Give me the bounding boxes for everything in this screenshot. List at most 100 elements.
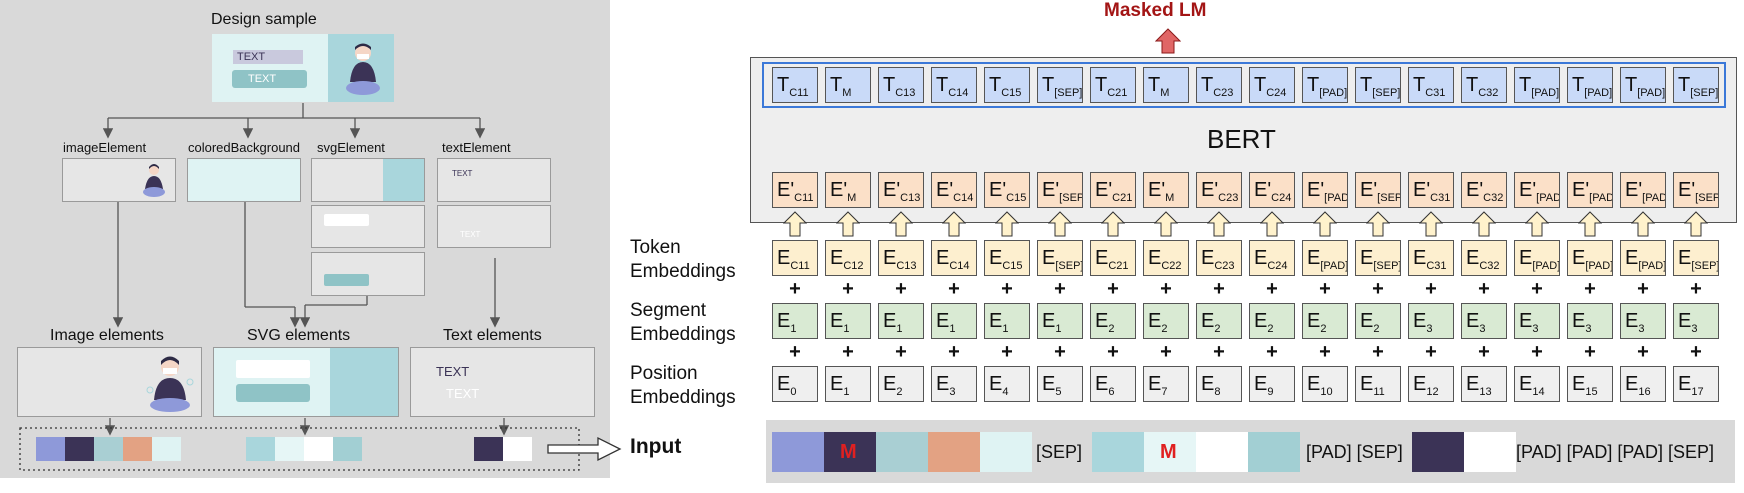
sep-token-1: [SEP] — [1036, 442, 1083, 462]
position-embedding-1: E1 — [825, 366, 871, 402]
position-embedding-2: E2 — [878, 366, 924, 402]
token-embedding-10: E[PAD] — [1302, 240, 1348, 276]
position-label-line2: Embeddings — [630, 387, 736, 408]
plus-sign-b-10: + — [1319, 341, 1331, 363]
token-embedding-5: E[SEP] — [1037, 240, 1083, 276]
position-embedding-16: E16 — [1620, 366, 1666, 402]
seq-svg-swatch-1 — [1144, 432, 1196, 472]
segment-embedding-10: E2 — [1302, 303, 1348, 339]
text-elements-white-text: TEXT — [446, 386, 480, 401]
plus-sign-a-6: + — [1107, 278, 1119, 300]
position-embedding-14: E14 — [1514, 366, 1560, 402]
position-embeddings-label: Position Embeddings — [630, 362, 736, 410]
plus-sign-a-1: + — [842, 278, 854, 300]
contextual-embedding-10: E'[PAD] — [1302, 172, 1348, 208]
up-arrow-17 — [1684, 211, 1708, 237]
output-token-2: TC13 — [878, 67, 924, 103]
segment-embedding-13: E3 — [1461, 303, 1507, 339]
seq-image-swatch-2 — [876, 432, 928, 472]
plus-sign-b-7: + — [1160, 341, 1172, 363]
up-arrow-9 — [1260, 211, 1284, 237]
output-token-11: T[SEP] — [1355, 67, 1401, 103]
output-token-6: TC21 — [1090, 67, 1136, 103]
token-embedding-0: EC11 — [772, 240, 818, 276]
person-illustration-group — [146, 356, 194, 412]
svg-element-box-1 — [311, 158, 425, 202]
token-embedding-4: EC15 — [984, 240, 1030, 276]
label-svg-elements: SVG elements — [247, 327, 351, 344]
label-text-element: textElement — [442, 140, 511, 155]
segment-embedding-0: E1 — [772, 303, 818, 339]
up-arrow-14 — [1525, 211, 1549, 237]
position-embedding-6: E6 — [1090, 366, 1136, 402]
up-arrow-13 — [1472, 211, 1496, 237]
plus-sign-b-8: + — [1213, 341, 1225, 363]
segment-embedding-12: E3 — [1408, 303, 1454, 339]
image-swatch-0 — [36, 437, 65, 461]
segment-embedding-8: E2 — [1196, 303, 1242, 339]
position-embedding-10: E10 — [1302, 366, 1348, 402]
output-token-9: TC24 — [1249, 67, 1295, 103]
up-arrow-15 — [1578, 211, 1602, 237]
plus-sign-b-0: + — [789, 341, 801, 363]
label-svg-element: svgElement — [317, 140, 385, 155]
position-embedding-4: E4 — [984, 366, 1030, 402]
up-arrow-6 — [1101, 211, 1125, 237]
plus-sign-b-9: + — [1266, 341, 1278, 363]
plus-sign-a-3: + — [948, 278, 960, 300]
up-arrow-5 — [1048, 211, 1072, 237]
token-embeddings-label: Token Embeddings — [630, 236, 736, 284]
plus-sign-b-4: + — [1001, 341, 1013, 363]
image-swatch-3 — [123, 437, 152, 461]
plus-sign-b-3: + — [948, 341, 960, 363]
contextual-embedding-6: E'C21 — [1090, 172, 1136, 208]
svg-element-box-3 — [311, 252, 425, 296]
position-embedding-5: E5 — [1037, 366, 1083, 402]
seq-svg-swatch-3 — [1248, 432, 1300, 472]
plus-sign-a-7: + — [1160, 278, 1172, 300]
image-swatch-2 — [94, 437, 123, 461]
person-illustration — [346, 43, 380, 95]
contextual-embedding-4: E'C15 — [984, 172, 1030, 208]
image-elements-box — [17, 347, 202, 417]
contextual-embedding-0: E'C11 — [772, 172, 818, 208]
output-token-15: T[PAD] — [1567, 67, 1613, 103]
plus-sign-b-1: + — [842, 341, 854, 363]
contextual-embedding-16: E'[PAD] — [1620, 172, 1666, 208]
segment-embedding-11: E2 — [1355, 303, 1401, 339]
design-sample-button — [232, 70, 307, 88]
up-arrow-1 — [836, 211, 860, 237]
colored-background-box — [187, 158, 301, 202]
position-embedding-11: E11 — [1355, 366, 1401, 402]
masked-lm-label: Masked LM — [1104, 0, 1207, 21]
text-element-small-1: TEXT — [452, 169, 473, 178]
plus-sign-a-13: + — [1478, 278, 1490, 300]
up-arrow-8 — [1207, 211, 1231, 237]
seq-image-swatch-3 — [928, 432, 980, 472]
plus-sign-a-5: + — [1054, 278, 1066, 300]
plus-sign-a-2: + — [895, 278, 907, 300]
seq-svg-swatch-2 — [1196, 432, 1248, 472]
segment-embedding-6: E2 — [1090, 303, 1136, 339]
token-embedding-12: EC31 — [1408, 240, 1454, 276]
plus-sign-a-11: + — [1372, 278, 1384, 300]
position-embedding-3: E3 — [931, 366, 977, 402]
segment-embedding-2: E1 — [878, 303, 924, 339]
label-image-element: imageElement — [63, 140, 147, 155]
token-embedding-11: E[SEP] — [1355, 240, 1401, 276]
seq-text-swatch-0 — [1412, 432, 1464, 472]
contextual-embedding-3: E'C14 — [931, 172, 977, 208]
token-label-line1: Token — [630, 237, 681, 258]
position-embedding-17: E17 — [1673, 366, 1719, 402]
plus-sign-a-10: + — [1319, 278, 1331, 300]
plus-sign-b-2: + — [895, 341, 907, 363]
token-embedding-13: EC32 — [1461, 240, 1507, 276]
segment-embedding-4: E1 — [984, 303, 1030, 339]
plus-sign-b-11: + — [1372, 341, 1384, 363]
plus-sign-b-6: + — [1107, 341, 1119, 363]
segment-label-line2: Embeddings — [630, 324, 736, 345]
output-token-3: TC14 — [931, 67, 977, 103]
contextual-embedding-8: E'C23 — [1196, 172, 1242, 208]
segment-embedding-9: E2 — [1249, 303, 1295, 339]
token-embedding-3: EC14 — [931, 240, 977, 276]
